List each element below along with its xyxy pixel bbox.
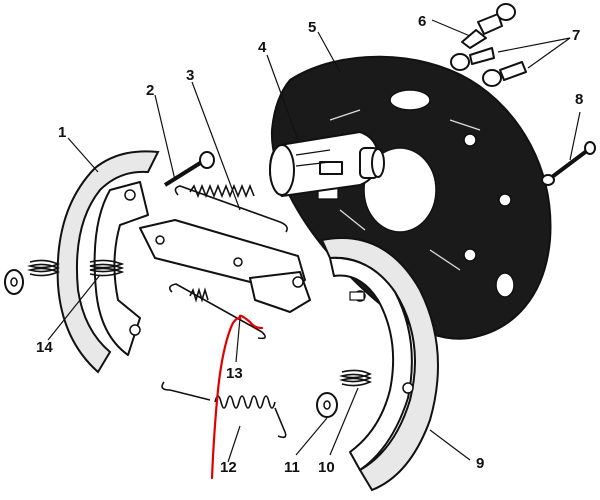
mounting-bolts	[450, 47, 527, 87]
label-part-5: 5	[308, 19, 316, 36]
label-part-12: 12	[220, 459, 237, 476]
label-part-4: 4	[258, 39, 267, 56]
red-annotation-mark	[210, 314, 264, 480]
label-part-9: 9	[476, 455, 484, 472]
lower-return-spring	[161, 381, 287, 439]
label-part-13: 13	[226, 365, 243, 382]
label-part-2: 2	[146, 82, 154, 99]
hold-down-spring-left	[4, 259, 61, 295]
label-part-6: 6	[418, 13, 426, 30]
leading-brake-shoe	[56, 150, 160, 374]
hold-down-spring-14	[89, 259, 125, 277]
hold-down-pin	[541, 141, 596, 186]
adjuster-spring	[168, 283, 266, 340]
label-part-14: 14	[36, 339, 53, 356]
upper-return-spring	[174, 183, 288, 233]
bleed-nipple	[461, 3, 516, 49]
leader-lines	[47, 19, 581, 463]
hold-down-spring-10	[339, 369, 373, 387]
label-part-8: 8	[575, 91, 583, 108]
label-part-11: 11	[284, 459, 300, 476]
label-part-3: 3	[186, 67, 194, 84]
adjuster-plate	[139, 219, 311, 313]
wheel-cylinder	[269, 131, 385, 197]
label-part-7: 7	[572, 27, 580, 44]
backing-plate	[270, 55, 552, 340]
washer-11	[316, 392, 338, 418]
trailing-brake-shoe	[320, 237, 439, 492]
label-part-1: 1	[58, 124, 66, 141]
shoe-pin	[163, 151, 215, 187]
label-part-10: 10	[318, 459, 335, 476]
